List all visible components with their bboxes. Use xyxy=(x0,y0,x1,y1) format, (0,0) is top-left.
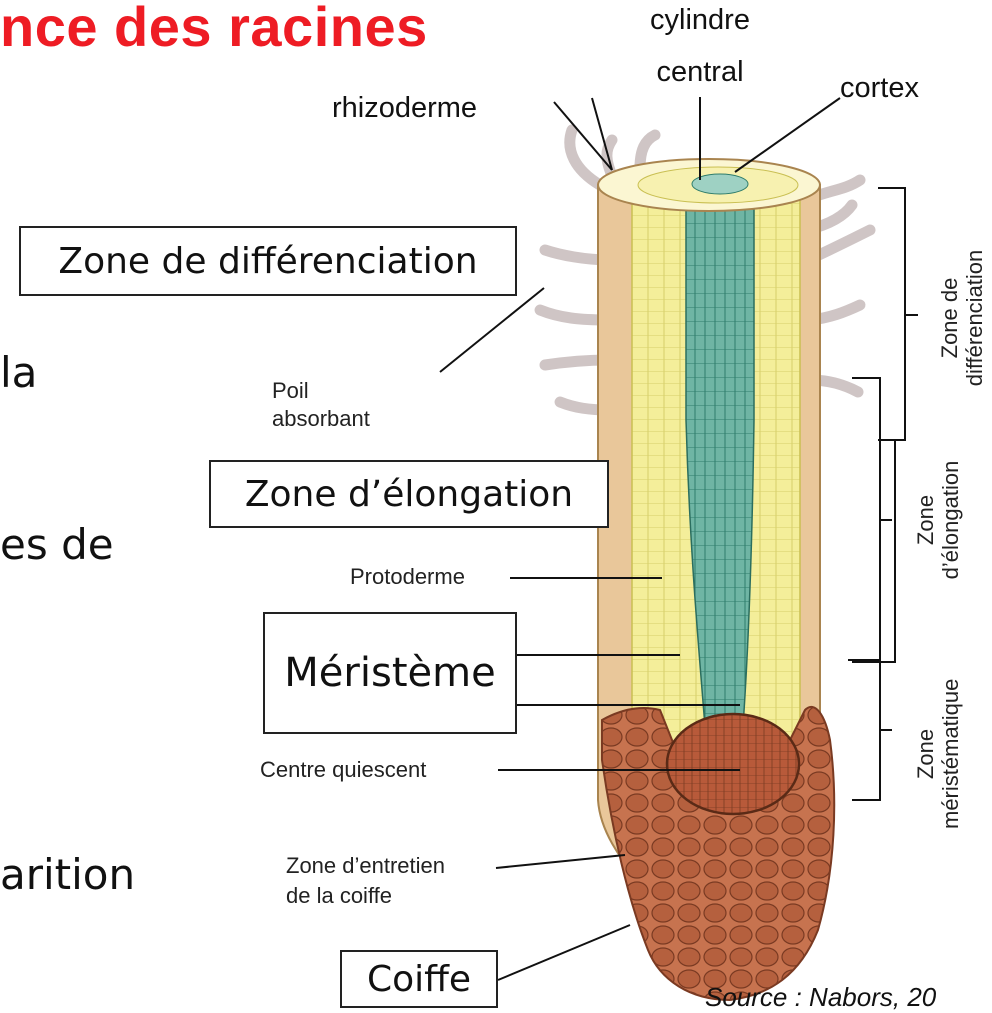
label-cap-maintenance-line1: Zone d’entretien xyxy=(286,853,445,879)
label-cap-maintenance-line2: de la coiffe xyxy=(286,883,392,909)
side-label-meristematic: Zone méristématique xyxy=(913,679,963,829)
label-quiescent-center: Centre quiescent xyxy=(260,757,426,783)
label-protoderm: Protoderme xyxy=(350,564,465,590)
source-citation: Source : Nabors, 20 xyxy=(705,982,936,1013)
label-rhizoderm: rhizoderme xyxy=(332,92,552,125)
label-cylinder-line1: cylindre xyxy=(610,4,790,37)
quiescent-center xyxy=(667,714,799,814)
label-cortex: cortex xyxy=(840,72,990,105)
label-cylinder-line2: central xyxy=(610,56,790,89)
zone-brackets xyxy=(848,188,918,800)
label-root-hair-line2: absorbant xyxy=(272,406,370,432)
box-meristem: Méristème xyxy=(263,612,517,734)
box-elongation-zone: Zone d’élongation xyxy=(209,460,609,528)
side-label-elongation: Zone d’élongation xyxy=(913,455,963,585)
box-root-cap: Coiffe xyxy=(340,950,498,1008)
side-label-differentiation: Zone de différenciation xyxy=(937,243,987,393)
label-root-hair-line1: Poil xyxy=(272,378,309,404)
box-differentiation-zone: Zone de différenciation xyxy=(19,226,517,296)
